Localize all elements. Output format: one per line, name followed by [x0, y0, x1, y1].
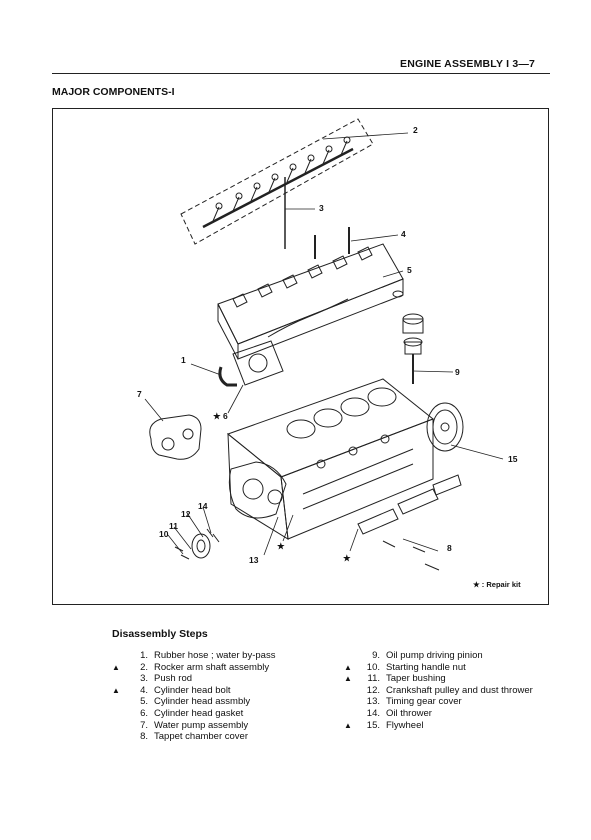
callout-4: 4 [401, 229, 406, 239]
cylinder-head-gasket [232, 340, 284, 386]
tappet-chamber-covers [357, 474, 462, 535]
list-item: 14.Oil thrower [366, 707, 432, 719]
oil-pump-parts [392, 290, 424, 384]
callout-2: 2 [413, 125, 418, 135]
callout-10: 10 [159, 529, 169, 539]
callout-6: ★ 6 [213, 411, 228, 421]
callout-13: 13 [249, 555, 259, 565]
rocker-arms [212, 136, 351, 222]
list-item: 3.Push rod [140, 673, 193, 685]
callout-3: 3 [319, 203, 324, 213]
callout-1: 1 [181, 355, 186, 365]
timing-gear-cover [228, 461, 287, 519]
callout-8: 8 [447, 543, 452, 553]
engine-exploded-diagram: 2 3 4 5 1 ★ 6 7 9 15 14 12 11 10 13 8 ★ … [52, 108, 549, 605]
disassembly-steps-title: Disassembly Steps [112, 628, 208, 640]
page-header: ENGINE ASSEMBLY I 3—7 [400, 58, 536, 70]
list-item: 9.Oil pump driving pinion [372, 650, 483, 661]
callout-9: 9 [455, 367, 460, 377]
list-item: ▲4.Cylinder head bolt [112, 684, 231, 696]
list-item: 1.Rubber hose ; water by-pass [140, 650, 276, 661]
list-item: 7.Water pump assembly [140, 719, 249, 731]
steps-list-left: 1.Rubber hose ; water by-pass ▲2.Rocker … [112, 650, 275, 743]
header-rule [52, 73, 550, 74]
repair-kit-star: ★ [343, 553, 351, 563]
callout-12: 12 [181, 509, 191, 519]
repair-kit-legend: ★ : Repair kit [473, 580, 521, 589]
callout-15: 15 [508, 454, 518, 464]
list-item: 5.Cylinder head assmbly [140, 696, 251, 708]
list-item: ▲10.Starting handle nut [344, 661, 466, 673]
list-item: 12.Crankshaft pulley and dust thrower [366, 684, 533, 696]
callout-5: 5 [407, 265, 412, 275]
water-pump [149, 414, 202, 460]
cylinder-block [226, 378, 434, 540]
section-title: MAJOR COMPONENTS-I [52, 86, 175, 98]
flywheel [426, 402, 464, 452]
callout-11: 11 [169, 521, 178, 531]
callout-14: 14 [198, 501, 208, 511]
callout-7: 7 [137, 389, 142, 399]
rubber-hose [218, 366, 237, 387]
repair-kit-star: ★ [277, 541, 285, 551]
cylinder-head [217, 243, 404, 360]
list-item: ▲11.Taper bushing [344, 673, 446, 685]
engine-illustration [144, 118, 504, 571]
list-item: 8.Tappet chamber cover [140, 731, 248, 743]
list-item: ▲15.Flywheel [344, 719, 424, 731]
list-item: ▲2.Rocker arm shaft assembly [112, 661, 270, 673]
steps-list-right: 9.Oil pump driving pinion ▲10.Starting h… [344, 650, 533, 731]
crankshaft-pulley [191, 533, 211, 559]
rocker-shaft [202, 147, 354, 229]
list-item: 13.Timing gear cover [366, 696, 462, 708]
list-item: 6.Cylinder head gasket [140, 707, 244, 719]
